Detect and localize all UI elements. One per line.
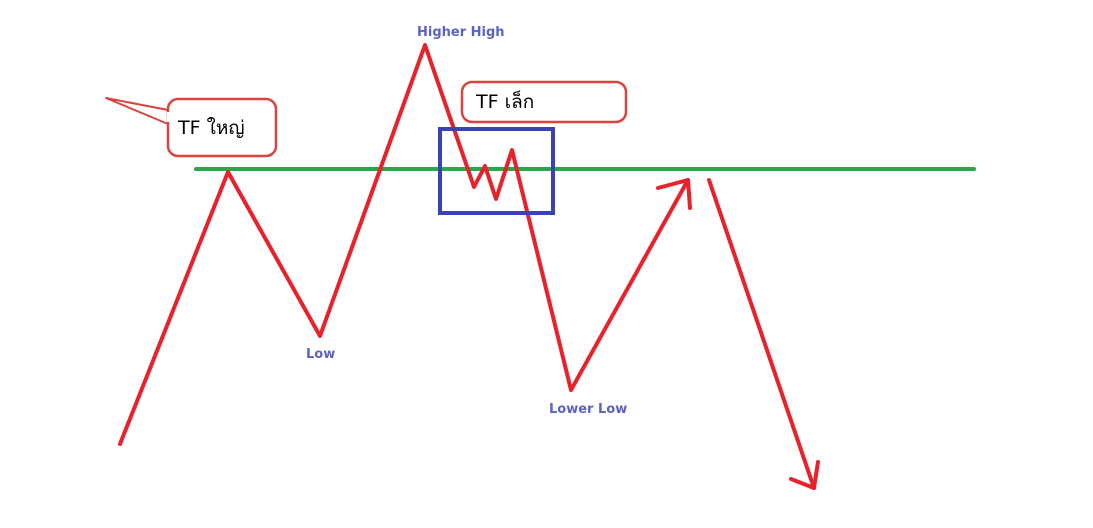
price-zigzag-line — [118, 43, 690, 446]
small-timeframe-callout: TF เล็ก — [460, 80, 628, 124]
up-arrowhead-icon — [656, 178, 692, 210]
small-timeframe-box — [438, 127, 555, 215]
big-timeframe-text: TF ใหญ่ — [177, 117, 245, 139]
lower-low-label: Lower Low — [549, 402, 627, 417]
callout-pointer — [105, 97, 169, 125]
down-arrow-line — [707, 178, 816, 490]
big-timeframe-callout: TF ใหญ่ — [105, 97, 278, 158]
small-timeframe-text: TF เล็ก — [475, 89, 534, 113]
arrow-down-right-icon — [789, 460, 820, 490]
higher-high-label: Higher High — [417, 25, 505, 40]
low-label: Low — [306, 347, 335, 362]
